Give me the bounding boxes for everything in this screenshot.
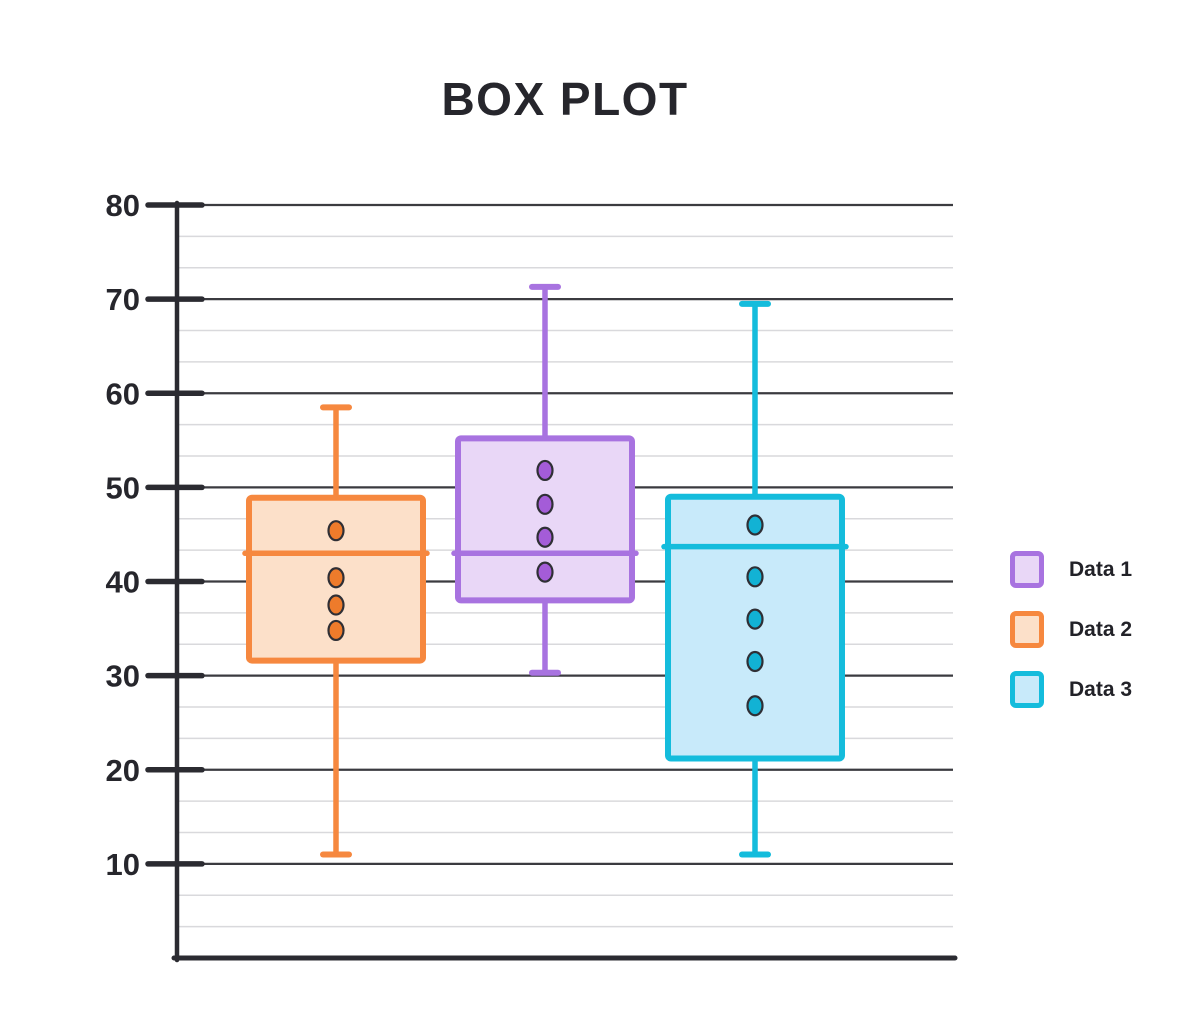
- data-point: [536, 561, 554, 583]
- data-point: [536, 493, 554, 515]
- data-point: [746, 695, 764, 717]
- box-data-2: [242, 404, 430, 858]
- y-axis-tick-label: 60: [106, 376, 140, 411]
- data-point: [536, 459, 554, 482]
- data-point: [536, 526, 554, 548]
- data-point: [327, 567, 345, 589]
- legend-item-data-3: Data 3: [1010, 671, 1132, 708]
- y-axis-tick-label: 40: [106, 565, 140, 600]
- legend: Data 1 Data 2 Data 3: [1010, 551, 1132, 708]
- legend-swatch-data-3-icon: [1010, 671, 1044, 708]
- y-axis-tick-label: 80: [106, 188, 140, 223]
- data-point: [746, 608, 764, 630]
- data-point: [746, 566, 764, 588]
- legend-label-data-1: Data 1: [1069, 557, 1133, 581]
- y-axis-tick-label: 20: [106, 753, 140, 788]
- data-point: [327, 594, 345, 616]
- box-rect: [455, 435, 635, 604]
- y-axis-tick-label: 30: [106, 659, 140, 694]
- data-point: [327, 520, 345, 542]
- legend-label-data-2: Data 2: [1069, 617, 1133, 641]
- y-axis-tick-label: 70: [106, 282, 140, 317]
- box-data-1: [451, 283, 639, 676]
- legend-swatch-data-1-icon: [1010, 551, 1044, 588]
- data-point: [746, 650, 764, 673]
- box-data-3: [661, 300, 849, 858]
- legend-swatch-data-2-icon: [1010, 611, 1044, 648]
- y-axis-tick-label: 10: [106, 847, 140, 882]
- data-point: [327, 619, 345, 642]
- legend-label-data-3: Data 3: [1069, 677, 1133, 701]
- legend-item-data-1: Data 1: [1010, 551, 1132, 588]
- y-axis-tick-label: 50: [106, 470, 140, 505]
- legend-item-data-2: Data 2: [1010, 611, 1132, 648]
- chart-title: BOX PLOT: [441, 73, 689, 125]
- data-point: [746, 514, 764, 536]
